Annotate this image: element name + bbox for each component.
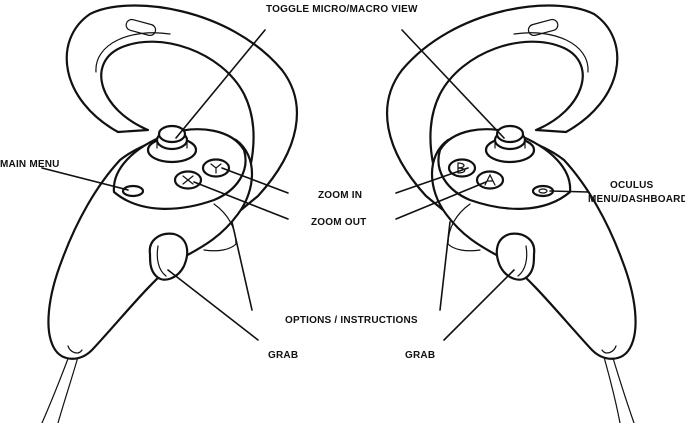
leader-zoom-out-right <box>395 181 487 220</box>
leader-zoom-out-left <box>193 181 289 220</box>
label-grab-right: GRAB <box>405 350 435 361</box>
label-grab-left: GRAB <box>268 350 298 361</box>
leader-oculus <box>549 190 589 193</box>
leader-lines <box>41 29 589 341</box>
leader-grab-left <box>167 269 259 341</box>
label-main-menu: MAIN MENU <box>0 159 60 170</box>
label-oculus-line1: OCULUS <box>610 180 654 191</box>
label-options: OPTIONS / INSTRUCTIONS <box>285 315 418 326</box>
label-zoom-out: ZOOM OUT <box>311 217 366 228</box>
leader-options-left <box>231 221 253 311</box>
leader-options-right <box>439 221 451 311</box>
right-controller-icon <box>385 4 637 423</box>
leader-zoom-in-right <box>395 167 469 194</box>
leader-toggle-left <box>175 29 266 139</box>
leader-zoom-in-left <box>221 167 289 194</box>
label-oculus-line2: MENU/DASHBOARD <box>588 194 685 205</box>
leader-main-menu <box>41 167 129 191</box>
label-toggle-view: TOGGLE MICRO/MACRO VIEW <box>266 4 418 15</box>
label-zoom-in: ZOOM IN <box>318 190 362 201</box>
leader-toggle-right <box>401 29 505 139</box>
left-controller-icon <box>41 4 299 423</box>
leader-grab-right <box>443 269 515 341</box>
